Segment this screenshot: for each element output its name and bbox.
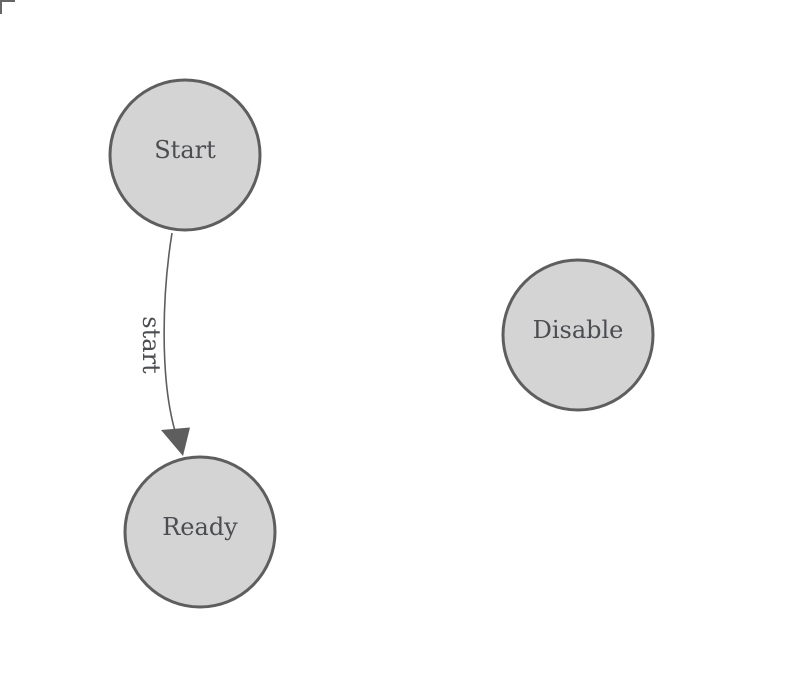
node-ready[interactable]: Ready bbox=[123, 455, 277, 609]
canvas-origin-corner-icon bbox=[0, 0, 15, 14]
edge-label[interactable]: start bbox=[137, 316, 165, 374]
edge-curve[interactable] bbox=[163, 232, 176, 432]
node-disable[interactable]: Disable bbox=[501, 258, 655, 412]
arrowhead-icon bbox=[161, 427, 190, 456]
node-ready-circle[interactable] bbox=[123, 455, 277, 609]
node-disable-circle[interactable] bbox=[501, 258, 655, 412]
node-start[interactable]: Start bbox=[108, 78, 262, 232]
node-start-circle[interactable] bbox=[108, 78, 262, 232]
node-ready-label: Ready bbox=[162, 513, 238, 541]
node-disable-label: Disable bbox=[533, 316, 624, 344]
edge-start-to-ready[interactable]: start bbox=[137, 232, 190, 456]
node-start-label: Start bbox=[154, 136, 216, 164]
